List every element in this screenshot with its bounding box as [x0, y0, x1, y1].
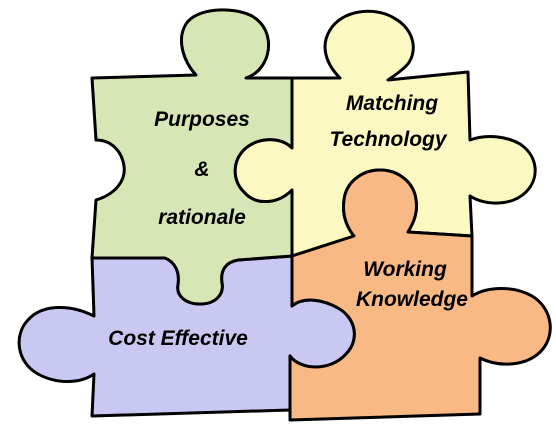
- label-knowledge: Knowledge: [356, 288, 468, 311]
- label-matching: Matching: [346, 92, 438, 115]
- label-purposes: Purposes: [154, 108, 250, 131]
- label-cost-effective: Cost Effective: [108, 327, 248, 350]
- piece-matching-technology: [233, 9, 537, 258]
- label-ampersand: &: [194, 158, 209, 181]
- label-rationale: rationale: [158, 206, 246, 229]
- piece-working-knowledge: [288, 168, 552, 422]
- label-technology: Technology: [329, 128, 447, 151]
- label-working: Working: [363, 258, 447, 281]
